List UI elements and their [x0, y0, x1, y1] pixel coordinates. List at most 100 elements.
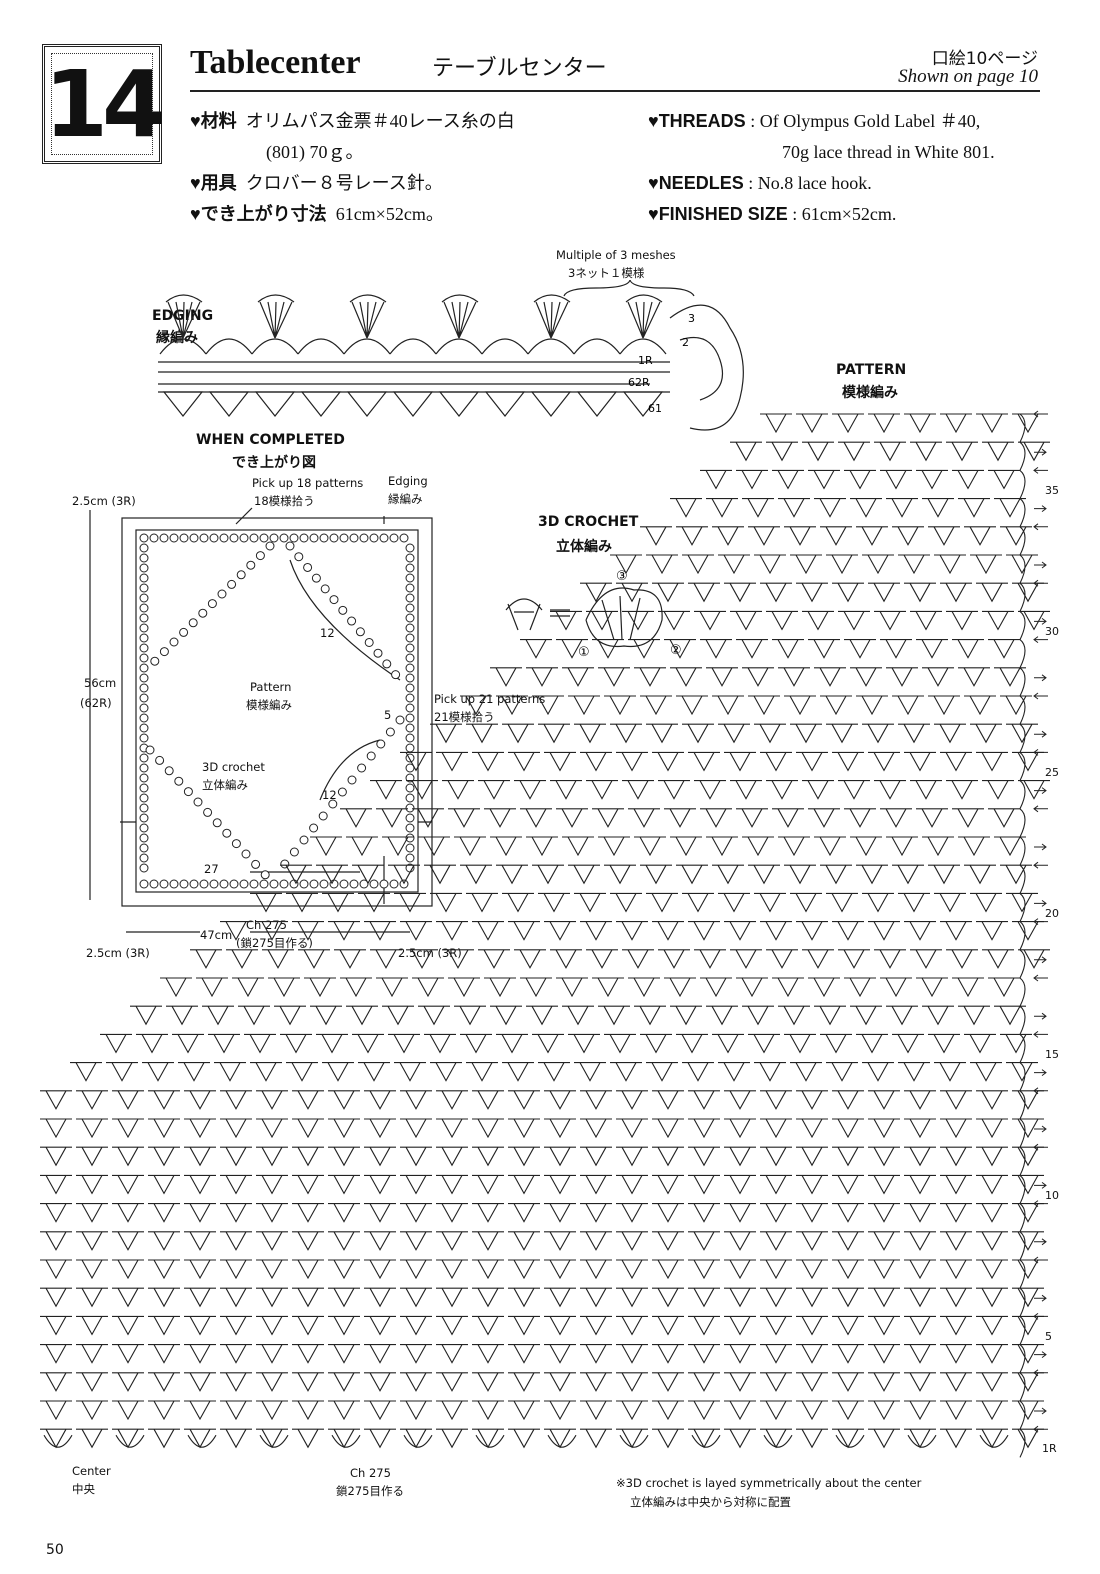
- motif-dot: [199, 533, 209, 543]
- margin-bottom-left: 2.5cm (3R): [86, 946, 150, 960]
- motif-dot: [357, 763, 367, 773]
- motif-dot: [405, 783, 415, 793]
- motif-dot: [285, 541, 295, 551]
- edging-label-english: Edging: [388, 474, 428, 488]
- completed-diagram: [89, 507, 433, 933]
- motif-dot: [405, 633, 415, 643]
- motif-dot: [329, 533, 339, 543]
- size-value: 61cm×52cm。: [335, 204, 444, 224]
- motif-dot: [385, 727, 395, 737]
- width-cm: 47cm: [200, 928, 233, 942]
- edging-round-2: 2: [682, 336, 689, 349]
- motif-dot: [319, 879, 329, 889]
- motif-dot: [389, 879, 399, 889]
- center-label-english: Center: [72, 1464, 111, 1478]
- motif-dot: [249, 533, 259, 543]
- motif-dot: [389, 533, 399, 543]
- motif-dot: [259, 879, 269, 889]
- motif-dot: [405, 823, 415, 833]
- motif-dot: [139, 633, 149, 643]
- motif-dot: [219, 533, 229, 543]
- motif-dot: [139, 603, 149, 613]
- edging-row-62: 62R: [628, 376, 650, 389]
- motif-dot: [399, 533, 409, 543]
- motif-dot: [159, 647, 169, 657]
- motif-dot: [139, 733, 149, 743]
- pattern-outline: [135, 529, 419, 893]
- motif-dot: [269, 879, 279, 889]
- edging-title-english: EDGING: [152, 308, 214, 324]
- pickup-side-japanese: 21模様拾う: [434, 710, 495, 724]
- motif-dot: [239, 533, 249, 543]
- count-12-upper: 12: [320, 626, 335, 640]
- materials-label: ♥材料: [190, 111, 237, 131]
- motif-dot: [251, 859, 261, 869]
- motif-dot: [246, 560, 256, 570]
- chain-count-japanese: (鎖275目作る): [236, 936, 313, 950]
- motif-dot: [159, 533, 169, 543]
- row-direction-arrows: [1033, 410, 1048, 1433]
- motif-dot: [239, 879, 249, 889]
- pattern-stitch-rows: [40, 413, 1050, 1458]
- row-label-20: 20: [1045, 907, 1059, 920]
- motif-dot: [139, 773, 149, 783]
- threads-label: ♥THREADS: [648, 111, 746, 131]
- motif-dot: [231, 839, 241, 849]
- count-27: 27: [204, 862, 219, 876]
- motif-dot: [299, 533, 309, 543]
- motif-dot: [139, 793, 149, 803]
- motif-dot: [139, 723, 149, 733]
- tools-label: ♥用具: [190, 173, 237, 193]
- motif-dot: [139, 713, 149, 723]
- motif-dot: [338, 605, 348, 615]
- motif-dot: [212, 818, 222, 828]
- count-12-lower: 12: [322, 788, 337, 802]
- pattern-title-japanese: 模様編み: [842, 385, 898, 401]
- motif-dot: [369, 533, 379, 543]
- motif-dot: [289, 533, 299, 543]
- motif-dot: [329, 595, 339, 605]
- needles-value: No.8 lace hook.: [757, 173, 872, 193]
- pattern-rows: [40, 413, 1050, 1458]
- motif-dot: [139, 543, 149, 553]
- badge-frame: [42, 44, 162, 164]
- edging-scallops: [159, 338, 667, 355]
- motif-dot: [379, 879, 389, 889]
- motif-dot: [279, 879, 289, 889]
- crochet3d-label-english: 3D crochet: [202, 760, 265, 774]
- finished-size-value: 61cm×52cm.: [801, 204, 897, 224]
- motif-dot: [203, 807, 213, 817]
- motif-dot: [405, 763, 415, 773]
- tools-value: クロバー８号レース針。: [245, 173, 443, 193]
- threads-row: 70g lace thread in White 801.: [648, 137, 1048, 168]
- pickup-top-japanese: 18模様拾う: [254, 494, 315, 508]
- motif-dot: [169, 533, 179, 543]
- motif-dot: [359, 533, 369, 543]
- pattern-label-english: Pattern: [250, 680, 292, 694]
- finished-size-label: ♥FINISHED SIZE: [648, 204, 788, 224]
- motif-dot: [139, 843, 149, 853]
- motif-dot: [149, 533, 159, 543]
- materials-row: (801) 70ｇ。: [190, 137, 630, 168]
- motif-dot: [241, 849, 251, 859]
- needles-row: ♥NEEDLES : No.8 lace hook.: [648, 173, 872, 193]
- row-label-25: 25: [1045, 766, 1059, 779]
- motif-dot: [339, 879, 349, 889]
- motif-dot: [174, 776, 184, 786]
- pattern-chain-english: Ch 275: [350, 1466, 391, 1480]
- motif-dot: [188, 618, 198, 628]
- motif-dot: [139, 673, 149, 683]
- edging-repeat-japanese: 3ネット１模様: [568, 266, 645, 280]
- motif-dot: [309, 823, 319, 833]
- materials-value: オリムパス金票＃40レース糸の白: [245, 111, 515, 131]
- motif-dot: [139, 553, 149, 563]
- motif-dot: [179, 533, 189, 543]
- motif-dot: [260, 870, 270, 880]
- edging-chart: 1R 2 3 62R 61: [158, 280, 744, 431]
- motif-dot: [150, 656, 160, 666]
- motif-dot: [376, 739, 386, 749]
- motif-dot: [373, 648, 383, 658]
- motif-dot: [405, 573, 415, 583]
- finished-size-row: ♥FINISHED SIZE : 61cm×52cm.: [648, 204, 897, 224]
- edging-chain-rows: [158, 361, 670, 393]
